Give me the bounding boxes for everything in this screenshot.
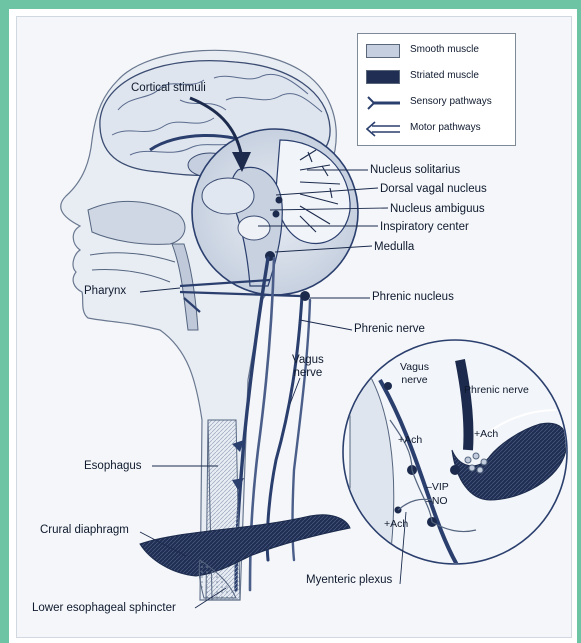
legend-item-sensory: Sensory pathways bbox=[366, 94, 514, 112]
label-phrenic-nerve: Phrenic nerve bbox=[354, 323, 425, 336]
label-dorsal-vagal-nucleus: Dorsal vagal nucleus bbox=[380, 183, 487, 196]
label-nucleus-solitarius: Nucleus solitarius bbox=[370, 164, 460, 177]
label-phrenic-nucleus: Phrenic nucleus bbox=[372, 291, 454, 304]
cerebellum bbox=[276, 140, 350, 243]
inset-label-ach-3: +Ach bbox=[384, 518, 408, 531]
inset-label-vagus-nerve: Vagus nerve bbox=[400, 361, 429, 387]
label-inspiratory-center: Inspiratory center bbox=[380, 221, 469, 234]
legend: Smooth muscle Striated muscle Sensory pa… bbox=[357, 33, 516, 146]
legend-label-smooth-muscle: Smooth muscle bbox=[410, 44, 479, 55]
inset-label-ach-1: +Ach bbox=[398, 434, 422, 447]
label-nucleus-ambiguus: Nucleus ambiguus bbox=[390, 203, 485, 216]
inset-label-phrenic-nerve: Phrenic nerve bbox=[464, 384, 529, 397]
legend-label-striated-muscle: Striated muscle bbox=[410, 70, 479, 81]
legend-label-sensory: Sensory pathways bbox=[410, 96, 492, 107]
label-medulla: Medulla bbox=[374, 241, 414, 254]
label-vagus-nerve: Vagus nerve bbox=[292, 354, 324, 380]
label-lower-esophageal-sphincter: Lower esophageal sphincter bbox=[32, 602, 176, 615]
label-pharynx: Pharynx bbox=[84, 285, 126, 298]
legend-item-striated-muscle: Striated muscle bbox=[366, 68, 514, 86]
striated-muscle-swatch-icon bbox=[366, 70, 400, 84]
inset-label-no: –NO bbox=[426, 495, 448, 508]
diaphragm bbox=[140, 515, 350, 576]
sensory-pathway-arrow-icon bbox=[366, 95, 400, 111]
legend-item-smooth-muscle: Smooth muscle bbox=[366, 42, 514, 60]
label-myenteric-plexus: Myenteric plexus bbox=[306, 574, 392, 587]
motor-pathway-arrow-icon bbox=[366, 121, 400, 137]
label-crural-diaphragm: Crural diaphragm bbox=[40, 524, 129, 537]
legend-label-motor: Motor pathways bbox=[410, 122, 481, 133]
inset-label-ach-2: +Ach bbox=[474, 428, 498, 441]
inset-label-vip: –VIP bbox=[426, 481, 449, 494]
label-esophagus: Esophagus bbox=[84, 460, 142, 473]
label-cortical-stimuli: Cortical stimuli bbox=[131, 82, 206, 95]
legend-item-motor: Motor pathways bbox=[366, 120, 514, 138]
smooth-muscle-swatch-icon bbox=[366, 44, 400, 58]
